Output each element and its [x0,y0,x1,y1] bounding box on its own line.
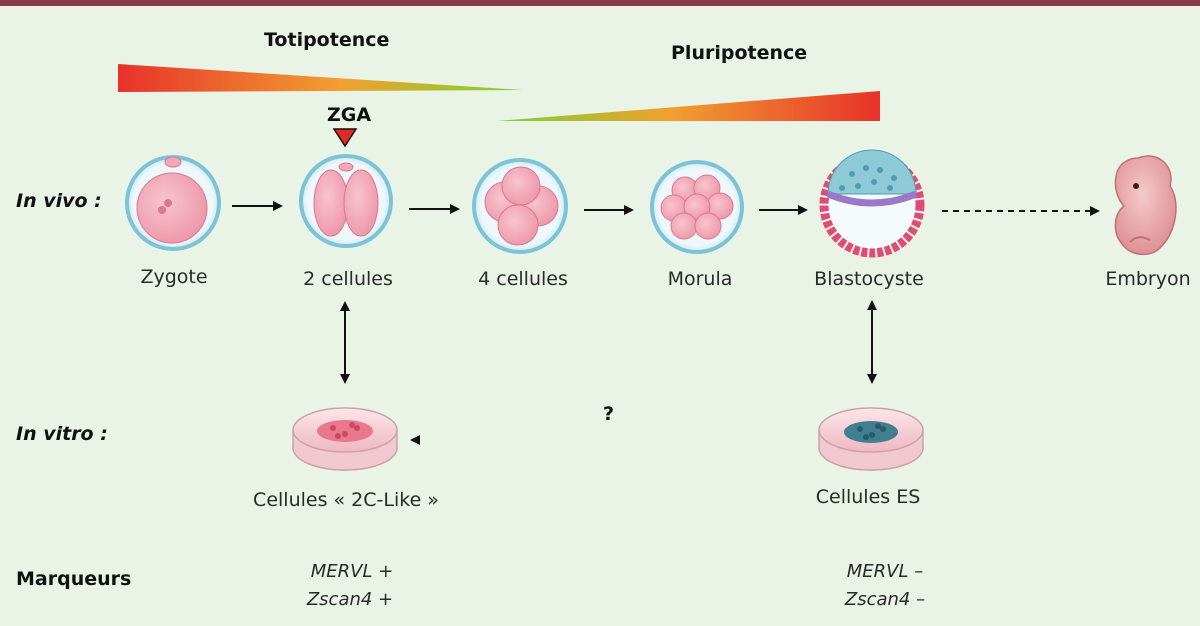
stage-label-embryo: Embryon [1105,268,1191,290]
four-cell-illustration [472,158,568,254]
two-cell-illustration [299,154,393,248]
stage-label-4-cells: 4 cellules [478,268,568,290]
blastocyst-illustration [819,149,925,258]
top-border [0,0,1200,6]
embryo-illustration [1114,155,1177,256]
zygote-illustration [125,155,221,251]
marker-left-zscan4: Zscan4 + [306,589,394,610]
zga-label: ZGA [327,104,372,126]
in-vitro-label: In vitro : [16,423,108,445]
cells-2c-like-label: Cellules « 2C-Like » [253,489,439,511]
stage-label-zygote: Zygote [140,266,208,288]
pluripotence-label: Pluripotence [671,42,808,64]
stage-label-morula: Morula [667,268,733,290]
totipotence-label: Totipotence [264,29,390,51]
question-mark-label: ? [603,403,615,425]
markers-label: Marqueurs [16,568,132,590]
totipotence-gradient [118,64,523,92]
in-vivo-label: In vivo : [16,190,102,212]
marker-right-zscan4: Zscan4 – [844,589,926,610]
marker-right-mervl: MERVL – [846,561,924,582]
pluripotence-gradient [497,91,880,121]
petri-dish-2clike [292,407,398,471]
petri-dish-es [818,407,924,471]
marker-left-mervl: MERVL + [310,561,394,582]
morula-illustration [650,160,744,254]
cells-es-label: Cellules ES [815,486,921,508]
zga-marker-triangle [332,128,358,148]
stage-label-blastocyst: Blastocyste [814,268,924,290]
stage-label-2-cells: 2 cellules [303,268,393,290]
